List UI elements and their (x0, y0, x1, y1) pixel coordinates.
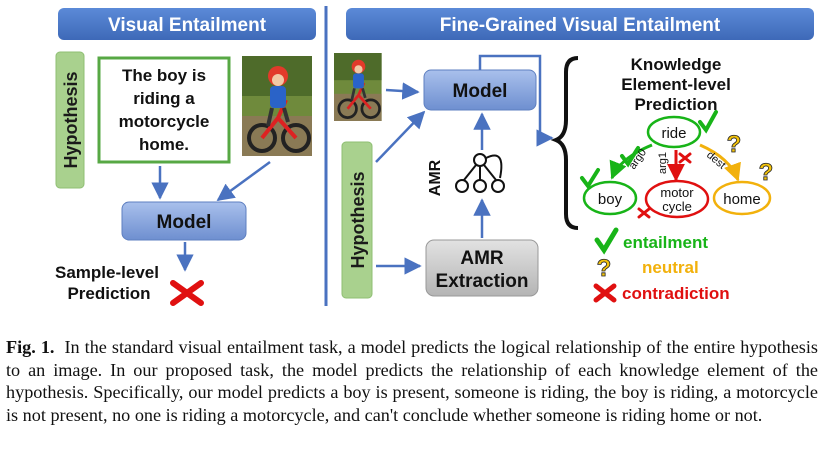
knowledge-label-1: Knowledge (631, 55, 722, 74)
left-hypothesis-label: Hypothesis (61, 71, 81, 168)
sample-level-label-1: Sample-level (55, 263, 159, 282)
edge-label-arg1: arg1 (657, 152, 669, 174)
node-home (712, 180, 772, 216)
right-arrow-hyp-to-model (375, 110, 426, 163)
legend-entailment: entailment (623, 233, 708, 252)
knowledge-label-3: Prediction (634, 95, 717, 114)
caption-label: Fig. 1. (6, 337, 55, 357)
knowledge-label-2: Element-level (621, 75, 731, 94)
left-title: Visual Entailment (108, 15, 267, 36)
legend-neutral: neutral (642, 258, 699, 277)
right-title: Fine-Grained Visual Entailment (440, 15, 721, 36)
legend-contradiction: contradiction (622, 284, 730, 303)
right-panel: Fine-Grained Visual Entailment Model Hyp… (332, 8, 814, 303)
right-arrow-model-to-brace (478, 54, 554, 147)
red-cross-icon (637, 207, 651, 219)
green-check-icon (594, 227, 619, 255)
yellow-question-icon: ? (597, 255, 612, 282)
green-check-icon (620, 146, 640, 168)
node-motorcycle-label: motor (660, 185, 694, 200)
amr-graph-icon (455, 153, 505, 193)
edge-label-dest: dest (704, 149, 728, 172)
left-arrow-photo-to-model (216, 160, 271, 202)
hypothesis-text-box (97, 56, 231, 164)
edge-dest (699, 143, 741, 182)
figure-caption: Fig. 1. In the standard visual entailmen… (6, 336, 818, 426)
node-home-label: home (723, 191, 761, 208)
hypothesis-text-line-1: The boy is (122, 66, 206, 85)
yellow-question-icon: ? (727, 131, 742, 158)
red-cross-icon (170, 280, 204, 306)
right-hypothesis-label: Hypothesis (348, 171, 368, 268)
left-hypothesis-box (55, 51, 85, 189)
legend: entailment ? neutral contradiction (593, 227, 730, 303)
amr-extraction-box (425, 239, 539, 297)
amr-label: AMR (427, 159, 444, 196)
figure-diagram: Visual Entailment Hypothesis The boy is … (55, 6, 814, 306)
node-motorcycle-label-2: cycle (662, 199, 692, 214)
node-ride (646, 115, 702, 149)
red-cross-icon (593, 283, 617, 303)
yellow-question-icon: ? (759, 159, 774, 186)
green-check-icon (580, 168, 600, 190)
sample-level-label-2: Prediction (67, 284, 150, 303)
right-model-label: Model (453, 81, 508, 102)
amr-extraction-label-1: AMR (460, 248, 504, 269)
right-title-bar (346, 8, 814, 40)
left-panel: Visual Entailment Hypothesis The boy is … (55, 8, 316, 306)
red-cross-icon (678, 152, 692, 164)
node-ride-label: ride (661, 125, 686, 142)
node-boy (582, 180, 638, 216)
knowledge-brace (550, 56, 579, 230)
hypothesis-text-line-4: home. (139, 135, 189, 154)
right-boy-photo (332, 51, 383, 123)
green-check-icon (698, 110, 718, 134)
node-motorcycle (644, 179, 710, 219)
hypothesis-text-line-3: motorcycle (119, 112, 210, 131)
hypothesis-text-line-2: riding a (133, 89, 195, 108)
left-boy-photo (240, 54, 314, 158)
left-model-label: Model (157, 212, 212, 233)
left-model-box (121, 201, 247, 241)
amr-knowledge-graph: arg0 arg1 dest ride boy motor cycle home… (580, 110, 774, 219)
right-hypothesis-box (341, 141, 373, 299)
amr-extraction-label-2: Extraction (436, 271, 529, 292)
node-boy-label: boy (598, 191, 623, 208)
right-arrow-photo-to-model (385, 82, 420, 100)
left-title-bar (58, 8, 316, 40)
caption-text: In the standard visual entailment task, … (6, 337, 819, 425)
